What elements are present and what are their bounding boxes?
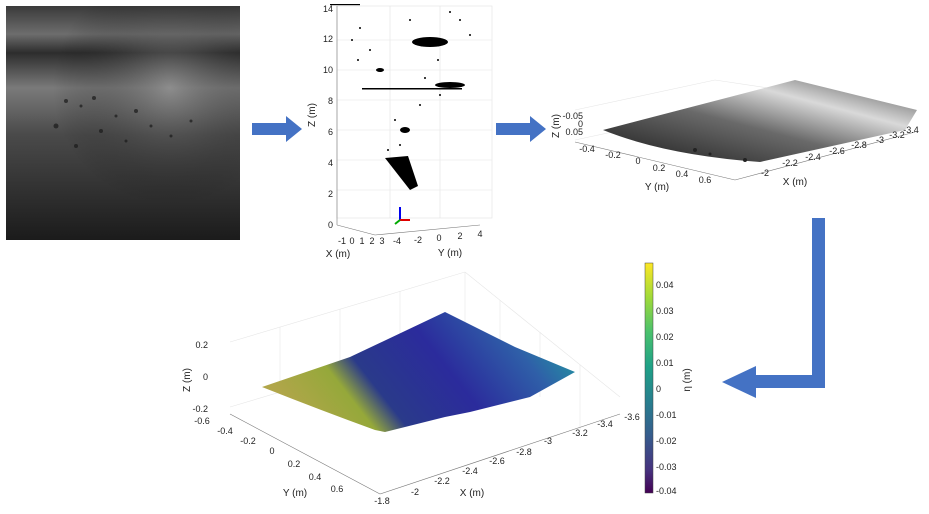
y-tick-1: -0.4 [217, 426, 233, 436]
x-axis-label: X (m) [783, 177, 807, 188]
x-tick-3: -2.4 [462, 466, 478, 476]
y-tick-3: 0.2 [653, 163, 666, 173]
z-tick-3: 6 [328, 127, 333, 137]
x-tick-2: -2.2 [434, 476, 450, 486]
colorbar-tick-0: 0.04 [656, 280, 674, 290]
x-tick-2: -2.4 [805, 152, 821, 162]
y-tick-0: -4 [393, 236, 401, 246]
y-tick-4: 4 [477, 229, 482, 239]
y-tick-1: -2 [414, 235, 422, 245]
y-tick-5: 0.4 [309, 472, 322, 482]
x-tick-3: -2.6 [829, 146, 845, 156]
z-tick-0: 0 [328, 220, 333, 230]
x-tick-7: -3.2 [572, 428, 588, 438]
x-tick-0: -2 [761, 168, 769, 178]
z-tick-1: 2 [328, 189, 333, 199]
z-tick-0: 0.2 [195, 340, 208, 350]
y-tick-2: -0.2 [240, 436, 256, 446]
y-tick-4: 0.2 [288, 459, 301, 469]
x-tick-0: -1.8 [374, 496, 390, 506]
x-tick-6: -3.2 [889, 130, 905, 140]
x-tick-1: -2.2 [782, 158, 798, 168]
z-tick-1: 0 [578, 119, 583, 129]
y-tick-0: -0.4 [579, 144, 595, 154]
x-tick-4: -2.6 [489, 456, 505, 466]
y-axis-label: Y (m) [283, 488, 307, 499]
z-tick-5: 10 [323, 65, 333, 75]
y-axis-label: Y (m) [645, 182, 669, 193]
x-tick-1: 0 [349, 236, 354, 246]
x-tick-3: 2 [369, 236, 374, 246]
y-tick-3: 2 [457, 231, 462, 241]
x-tick-1: -2 [411, 487, 419, 497]
z-tick-2: -0.2 [192, 404, 208, 414]
x-tick-4: 3 [379, 236, 384, 246]
y-tick-4: 0.4 [676, 169, 689, 179]
x-axis-label: X (m) [326, 249, 350, 260]
colorbar-label: η (m) [682, 368, 693, 391]
right-arrow-1 [252, 116, 302, 147]
z-axis-label: Z (m) [307, 103, 318, 127]
y-tick-0: -0.6 [194, 416, 210, 426]
z-tick-2: 0.05 [565, 127, 583, 137]
z-tick-0: -0.05 [562, 111, 583, 121]
x-axis-label: X (m) [460, 488, 484, 499]
gray-surface-plot: -0.05 0 0.05 Z (m) -0.4 -0.2 0 0.2 0.4 0… [545, 70, 925, 200]
colorbar-tick-2: 0.02 [656, 332, 674, 342]
y-tick-2: 0 [635, 156, 640, 166]
colorbar-tick-5: -0.01 [656, 410, 677, 420]
x-tick-0: -1 [338, 236, 346, 246]
z-tick-4: 8 [328, 96, 333, 106]
y-tick-6: 0.6 [331, 484, 344, 494]
color-surface-plot: 0.2 0 -0.2 Z (m) -0.6 -0.4 -0.2 0 0.2 0.… [180, 262, 650, 509]
x-tick-9: -3.6 [624, 412, 640, 422]
colorbar-tick-4: 0 [656, 384, 661, 394]
x-tick-4: -2.8 [851, 140, 867, 150]
colorbar-tick-6: -0.02 [656, 436, 677, 446]
bent-arrow [722, 218, 828, 405]
z-tick-2: 4 [328, 158, 333, 168]
x-tick-8: -3.4 [597, 419, 613, 429]
z-tick-7: 14 [323, 4, 333, 14]
y-tick-5: 0.6 [699, 175, 712, 185]
x-tick-2: 1 [359, 236, 364, 246]
right-arrow-2 [496, 116, 546, 147]
point-cloud-plot: 0 2 4 6 8 10 12 14 Z (m) -1 0 1 2 3 X (m… [300, 0, 500, 262]
camera-photo [6, 6, 240, 240]
y-tick-1: -0.2 [605, 150, 621, 160]
z-tick-6: 12 [323, 34, 333, 44]
x-tick-7: -3.4 [903, 125, 919, 135]
x-tick-6: -3 [544, 436, 552, 446]
y-axis-label: Y (m) [438, 248, 462, 259]
colorbar-tick-8: -0.04 [656, 486, 677, 496]
x-tick-5: -2.8 [516, 447, 532, 457]
z-tick-1: 0 [203, 372, 208, 382]
x-tick-5: -3 [876, 135, 884, 145]
colorbar-tick-3: 0.01 [656, 358, 674, 368]
y-tick-3: 0 [269, 446, 274, 456]
colorbar: 0.04 0.03 0.02 0.01 0 -0.01 -0.02 -0.03 … [640, 260, 700, 500]
colorbar-tick-1: 0.03 [656, 306, 674, 316]
y-tick-2: 0 [436, 233, 441, 243]
z-axis-label: Z (m) [551, 114, 562, 138]
colorbar-tick-7: -0.03 [656, 462, 677, 472]
z-axis-label: Z (m) [182, 368, 193, 392]
